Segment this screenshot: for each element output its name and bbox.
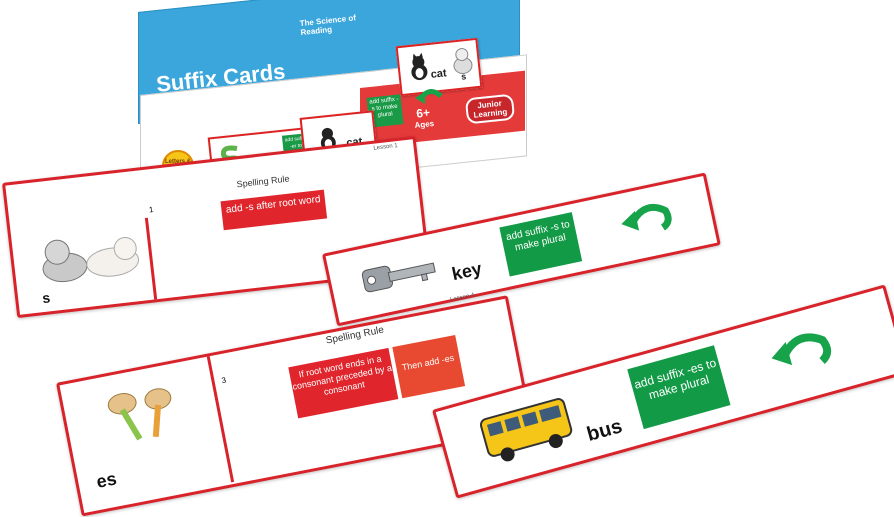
undo-arrow-icon xyxy=(771,333,832,366)
box-age-number: 6+ Ages xyxy=(413,105,435,131)
box-word-cat: cat xyxy=(430,67,448,81)
undo-arrow-icon xyxy=(621,204,672,231)
suffix-card-2[interactable]: key add suffix -s to make plural xyxy=(322,172,721,327)
age-label: Ages xyxy=(414,118,435,130)
rule-condition-box: If root word ends in a consonant precede… xyxy=(288,347,399,419)
undo-arrow-icon xyxy=(415,89,443,104)
kittens-icon xyxy=(42,236,140,283)
cat-icon xyxy=(411,52,428,81)
suffix-label: es xyxy=(94,468,119,492)
rule-green-box: add suffix -es to make plural xyxy=(627,345,731,430)
spelling-rule-heading: Spelling Rule xyxy=(324,324,385,347)
kitten-icon xyxy=(453,48,473,74)
rule-red-box: add -s after root word xyxy=(220,189,328,231)
rule-action-box: Then add -es xyxy=(392,334,466,399)
suffix-label: s xyxy=(41,289,51,307)
key-icon xyxy=(361,262,436,293)
publisher-logo: Junior Learning xyxy=(464,93,516,125)
suffix-card-3[interactable]: es 3 Spelling Rule Lesson 4 If root word… xyxy=(56,293,534,517)
spelling-rule-heading: Spelling Rule xyxy=(236,173,290,190)
word-bus: bus xyxy=(584,415,625,446)
word-key: key xyxy=(450,258,484,285)
box-word-s: s xyxy=(460,71,467,82)
card-number: 1 xyxy=(148,205,154,215)
rule-green-box: add suffix -s to make plural xyxy=(499,212,583,277)
box-card-cat: cat s xyxy=(395,37,483,97)
suffix-card-4[interactable]: bus add suffix -es to make plural xyxy=(432,284,894,499)
bus-icon xyxy=(479,398,573,462)
brush-icon xyxy=(107,388,172,441)
suffix-card-1[interactable]: s 1 Spelling Rule Lesson 1 add -s after … xyxy=(2,135,431,319)
card-number: 3 xyxy=(220,375,227,386)
lesson-label: Lesson 1 xyxy=(373,142,399,152)
